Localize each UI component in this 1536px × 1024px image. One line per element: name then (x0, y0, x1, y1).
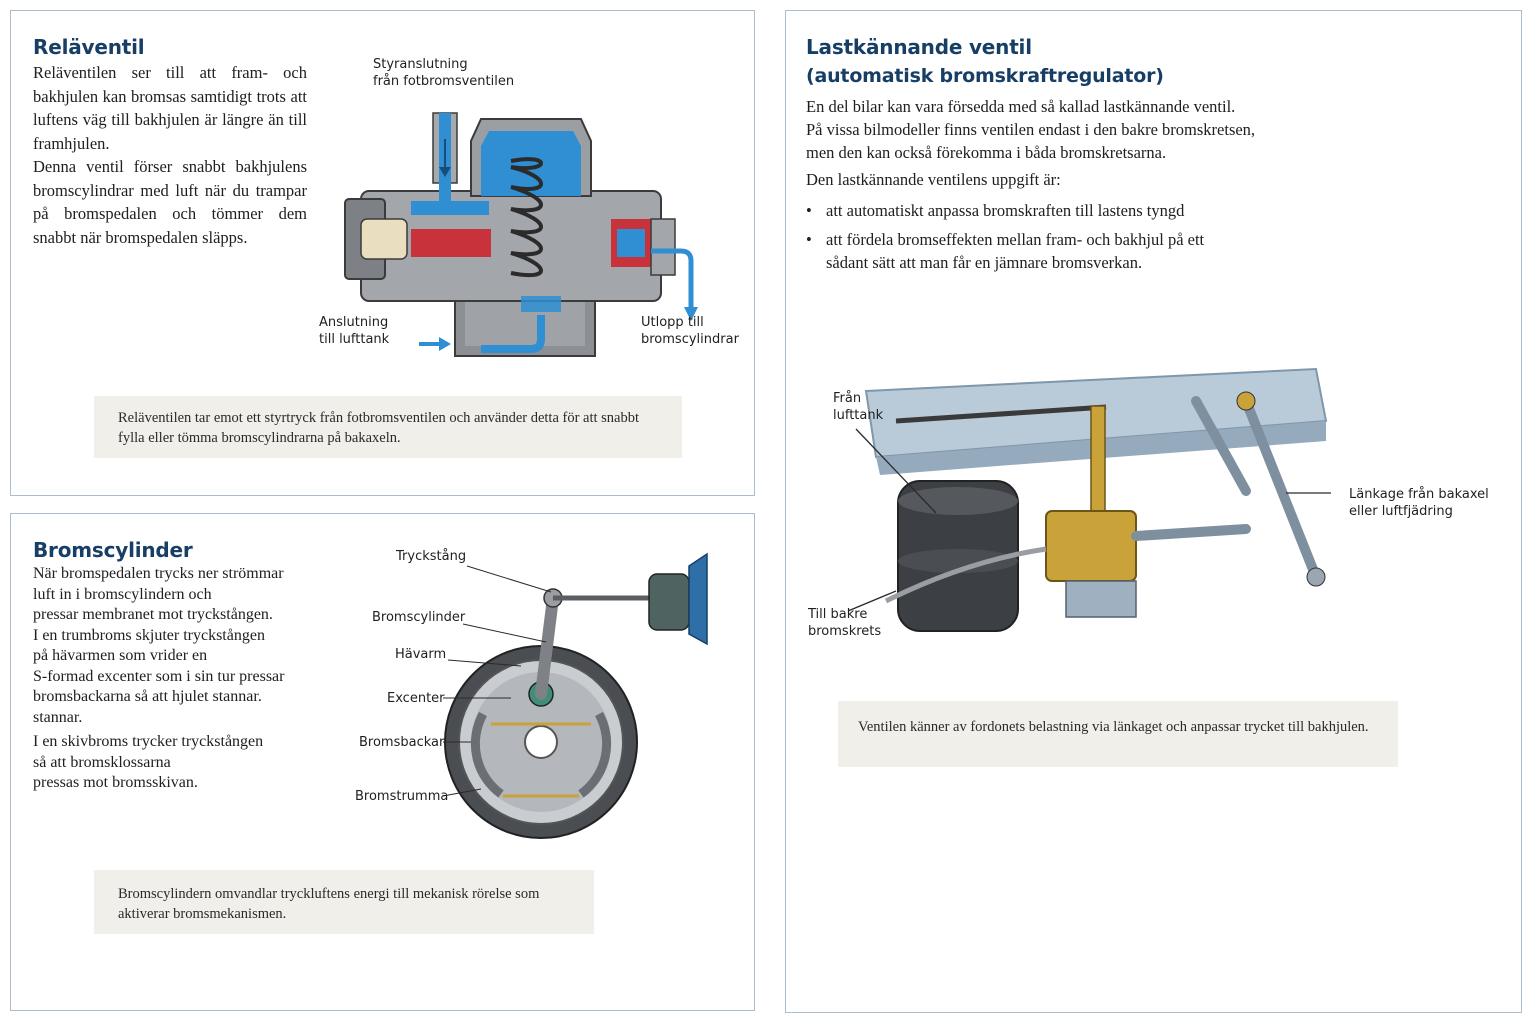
load-leader-lines (847, 428, 1331, 612)
cyl-disc-line-1: I en skivbroms trycker tryckstången (33, 733, 264, 750)
load-task-item-1: att automatiskt anpassa bromskraften til… (806, 199, 1236, 222)
linkage (1131, 396, 1321, 582)
relay-title: Reläventil (33, 35, 145, 59)
load-task-heading: Den lastkännande ventilens uppgift är: (806, 170, 1061, 189)
outlet-fitting (650, 218, 676, 276)
cyl-disc-line-2: så att bromsklossarna (33, 753, 171, 771)
load-sensing-valve-panel: Lastkännande ventil (automatisk bromskra… (785, 10, 1522, 1013)
label-rear-circuit: Till bakre bromskrets (808, 607, 882, 639)
brake-cylinder-panel: Bromscylinder När bromspedalen trycks ne… (10, 513, 755, 1011)
relay-description: Reläventilen ser till att fram- och bakh… (33, 61, 307, 249)
red-chamber-left (411, 229, 491, 257)
label-lever: Hävarm (395, 647, 447, 662)
load-intro-2: På vissa bilmodeller finns ventilen enda… (806, 120, 1256, 139)
relay-valve-panel: Reläventil Reläventilen ser till att fra… (10, 10, 755, 496)
load-note-box: Ventilen känner av fordonets belastning … (838, 701, 1398, 767)
air-spring (897, 480, 1019, 632)
cylinder-note-box: Bromscylindern omvandlar tryckluftens en… (94, 870, 594, 934)
air-line (895, 404, 1107, 424)
label-pushrod: Tryckstång (396, 549, 467, 564)
load-intro-3: men den kan också förekomma i båda broms… (806, 143, 1167, 162)
label-drum: Bromstrumma (355, 789, 449, 804)
valve-spring (510, 157, 543, 278)
load-description: En del bilar kan vara försedda med så ka… (806, 95, 1486, 274)
cyl-disc-line-3: pressas mot bromsskivan. (33, 774, 198, 791)
label-cam: Excenter (387, 691, 445, 706)
relay-paragraph-2: Denna ventil förser snabbt bakhjulens br… (33, 157, 307, 247)
cyl-line-7: bromsbackarna så att hjulet stannar. (33, 688, 262, 705)
load-title-line-2: (automatisk bromskraftregulator) (806, 65, 1164, 87)
label-control-inlet: Styranslutning från fotbromsventilen (373, 57, 515, 89)
cyl-line-6: S-formad excenter som i sin tur pressar (33, 667, 285, 685)
relay-valve-illustration (344, 112, 698, 357)
load-intro-1: En del bilar kan vara försedda med så ka… (806, 97, 1236, 116)
cylinder-leader-lines (442, 565, 552, 797)
cylinder-title: Bromscylinder (33, 538, 193, 562)
relay-paragraph-1: Reläventilen ser till att fram- och bakh… (33, 63, 307, 153)
load-task-list: att automatiskt anpassa bromskraften til… (806, 199, 1236, 274)
cylinder-description: När bromspedalen trycks ner strömmar luf… (33, 564, 323, 794)
relay-note-box: Reläventilen tar emot ett styrtryck från… (94, 396, 682, 458)
cyl-line-1: När bromspedalen trycks ner strömmar (33, 565, 284, 582)
load-task-item-2: att fördela bromseffekten mellan fram- o… (806, 228, 1236, 274)
cyl-line-2: luft in i bromscylindern och (33, 585, 212, 603)
label-outlet: Utlopp till bromscylindrar (641, 315, 739, 347)
load-valve-illustration (864, 367, 1328, 632)
label-tank-inlet: Anslutning till lufttank (319, 315, 390, 347)
cyl-line-4: I en trumbroms skjuter tryckstången (33, 626, 265, 644)
cyl-line-8: stannar. (33, 708, 83, 726)
lever-arm (535, 592, 559, 700)
label-linkage: Länkage från bakaxel eller luftfjädring (1349, 487, 1489, 519)
drum-hub-hole (524, 725, 558, 759)
cyl-line-5: på hävarmen som vrider en (33, 647, 208, 664)
brake-shoe-left (470, 711, 504, 798)
label-shoes: Bromsbackar (359, 735, 445, 750)
brake-shoe-right (578, 711, 612, 798)
outlet-arrow (651, 248, 694, 311)
cyl-line-3: pressar membranet mot tryckstången. (33, 606, 273, 623)
load-title-line-1: Lastkännande ventil (806, 35, 1032, 59)
label-from-tank: Från lufttank (833, 391, 884, 423)
brake-line (884, 546, 1047, 604)
label-brake-cylinder: Bromscylinder (372, 610, 466, 625)
